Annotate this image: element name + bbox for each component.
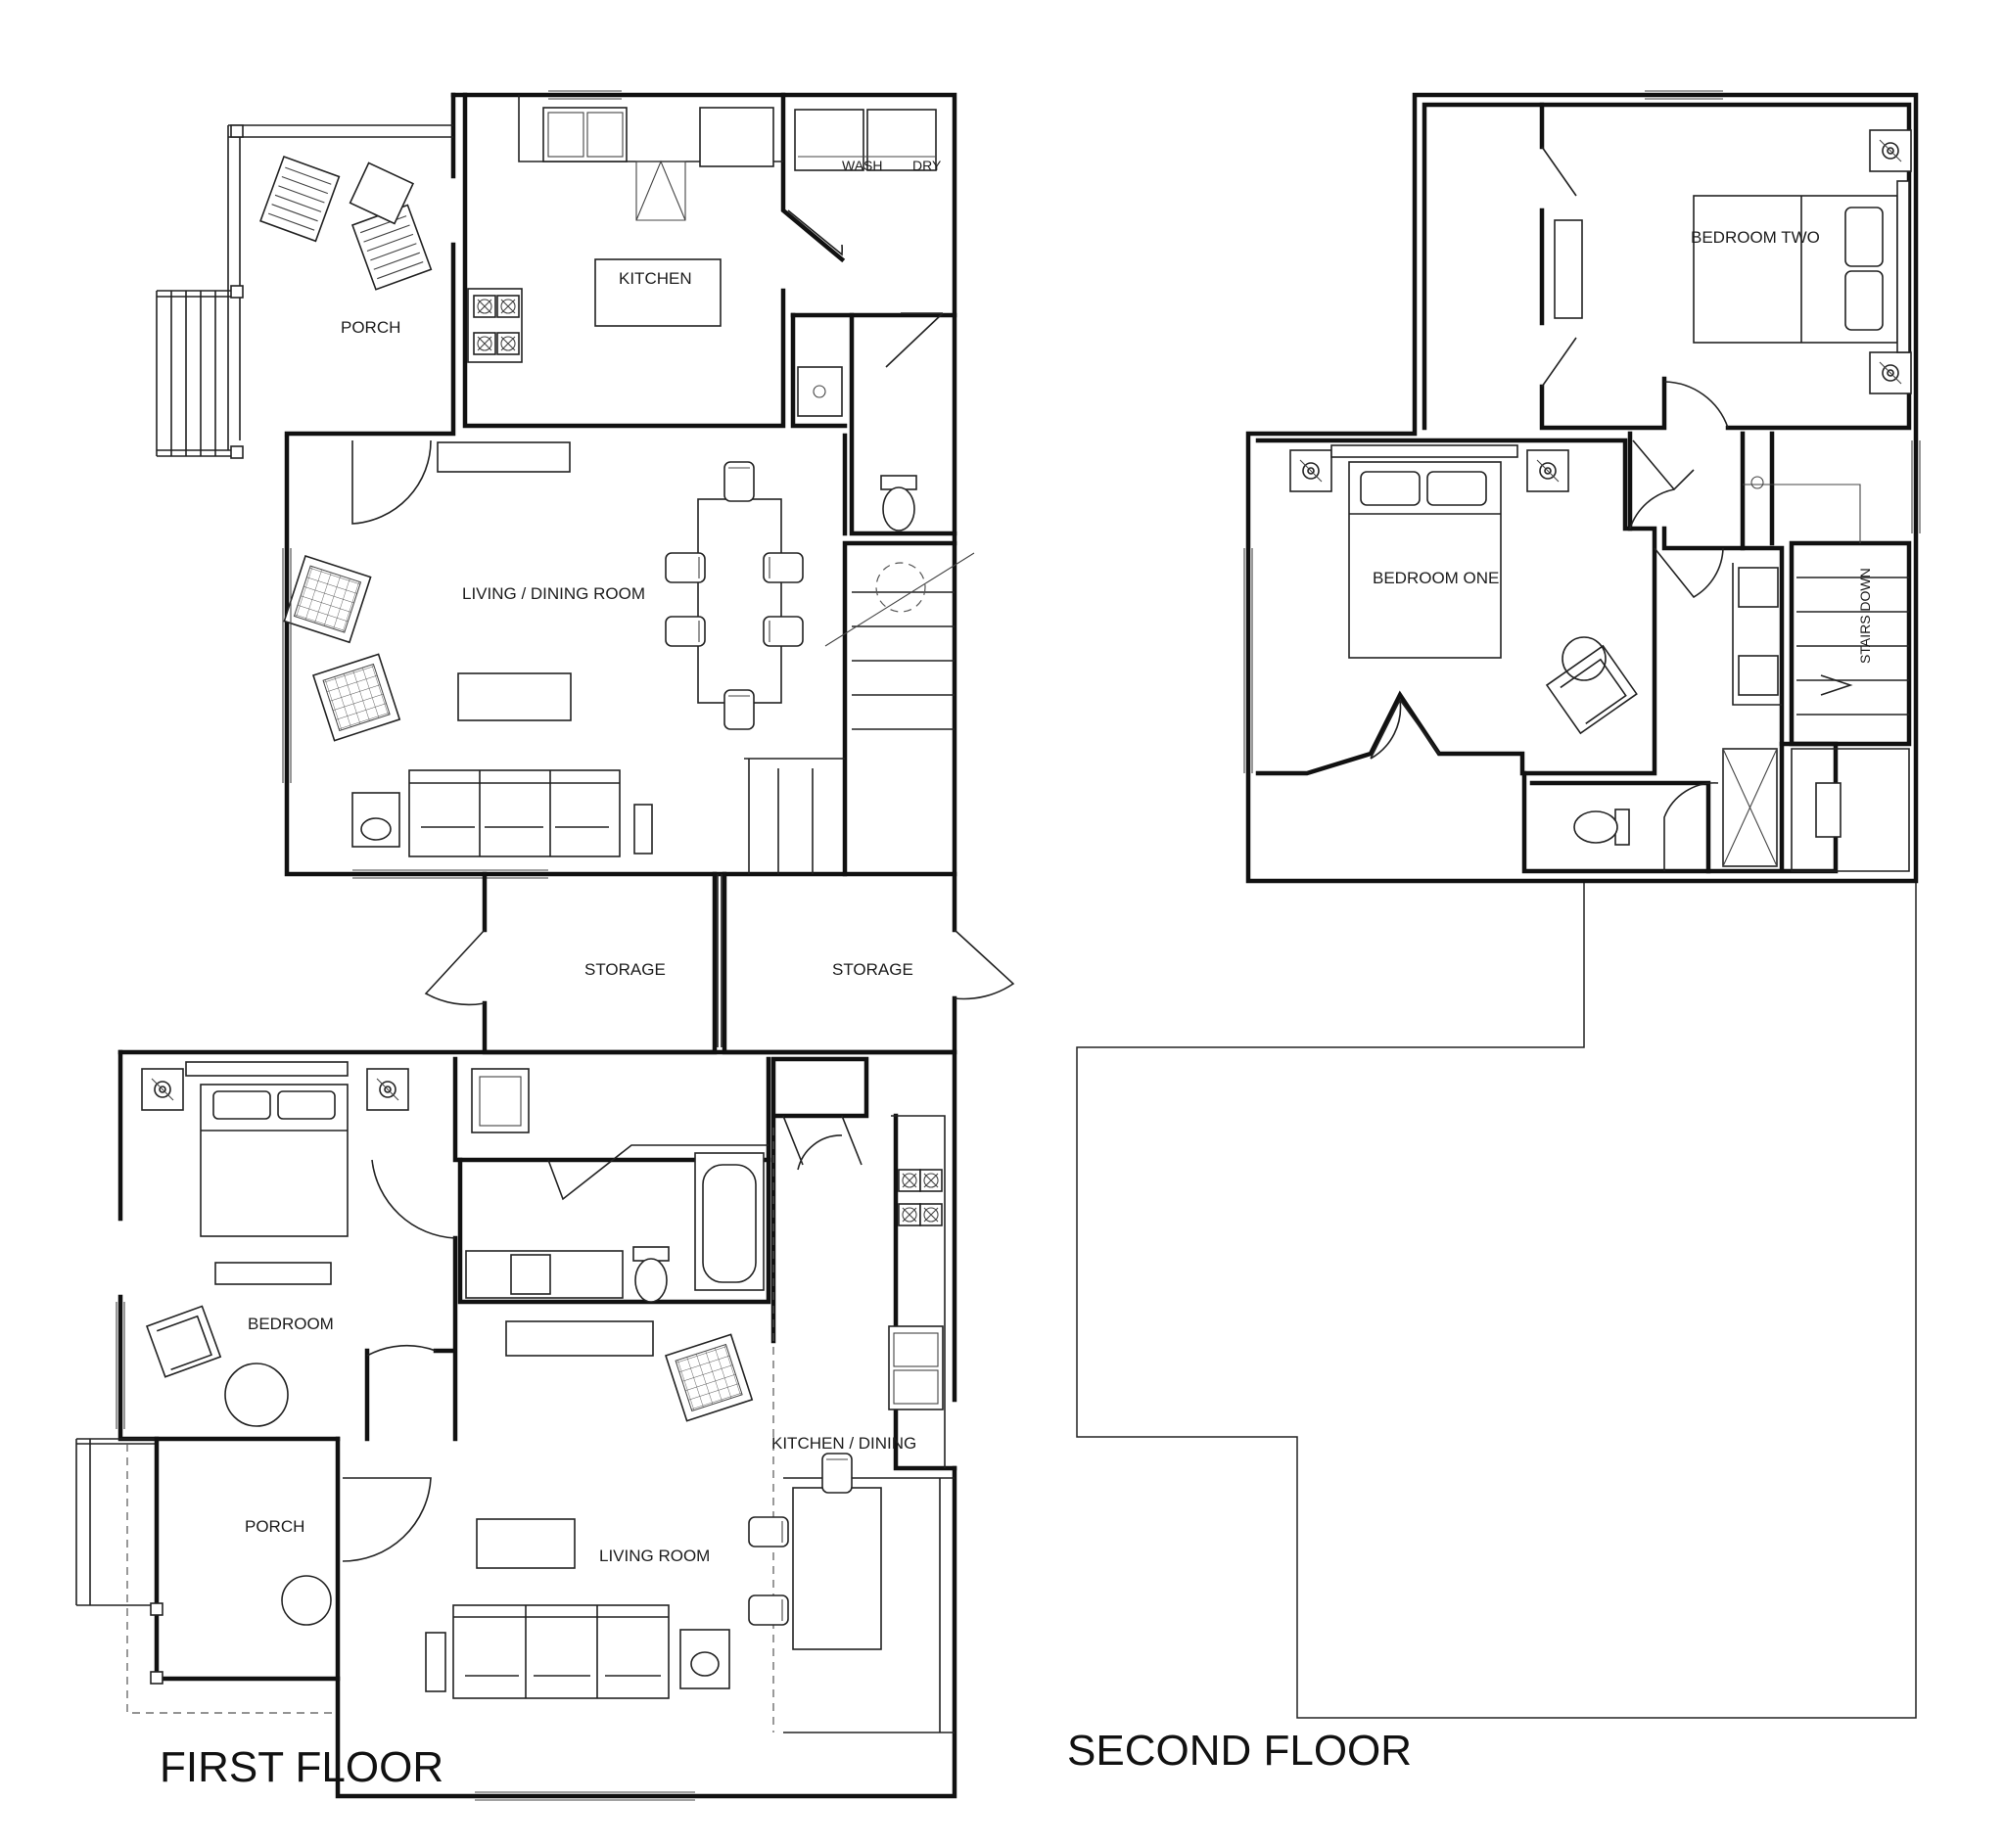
label-kitchen: KITCHEN — [619, 269, 692, 288]
sofa — [408, 769, 621, 857]
label-porch-top: PORCH — [341, 318, 400, 337]
first-floor-storage — [424, 871, 1015, 1055]
label-storage-right: STORAGE — [832, 960, 913, 979]
label-stairs-down: STAIRS DOWN — [1857, 568, 1873, 664]
label-living-room: LIVING ROOM — [599, 1547, 710, 1565]
kitchen-island — [594, 258, 722, 327]
label-living-dining-room: LIVING / DINING ROOM — [462, 584, 645, 603]
kitchen-dining-table — [792, 1487, 882, 1650]
dining-table — [697, 498, 782, 704]
label-storage-left: STORAGE — [584, 960, 666, 979]
bedroom-two-bed — [1693, 195, 1898, 344]
label-bedroom: BEDROOM — [248, 1315, 334, 1333]
bedroom-one-bed — [1348, 461, 1502, 659]
second-floor — [1076, 90, 1921, 1719]
living-room-sofa — [452, 1604, 670, 1699]
label-porch-bottom: PORCH — [245, 1517, 304, 1536]
first-floor-upper-unit — [156, 90, 975, 879]
label-kitchen-dining: KITCHEN / DINING — [771, 1434, 916, 1453]
bed — [200, 1084, 349, 1237]
label-bedroom-two: BEDROOM TWO — [1691, 228, 1820, 247]
title-second-floor: SECOND FLOOR — [1067, 1727, 1412, 1775]
title-first-floor: FIRST FLOOR — [160, 1743, 443, 1791]
label-dry: DRY — [912, 158, 942, 173]
label-bedroom-one: BEDROOM ONE — [1373, 569, 1499, 587]
first-floor-lower-unit — [75, 1049, 957, 1801]
label-wash: WASH — [842, 158, 882, 173]
